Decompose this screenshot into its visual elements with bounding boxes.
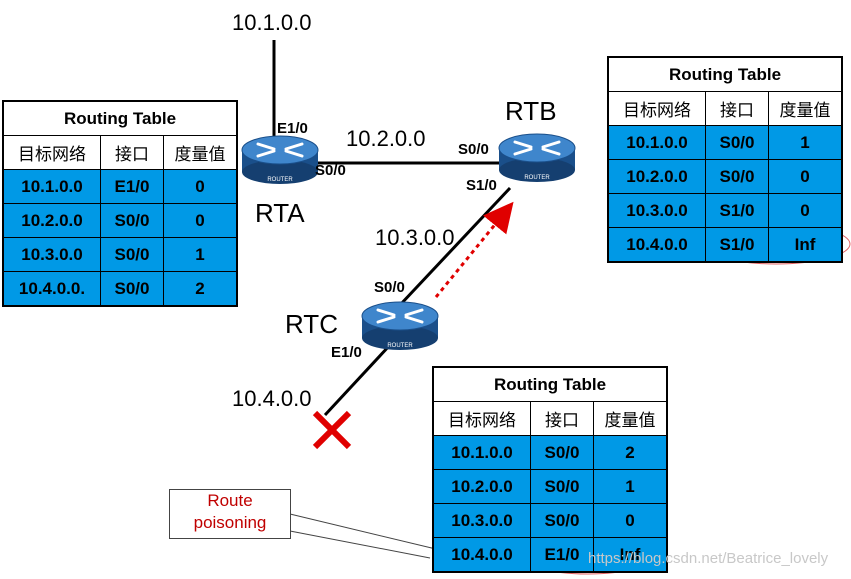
table-title: Routing Table: [432, 366, 668, 402]
cell-destination: 10.1.0.0: [607, 125, 706, 160]
network-label-10-1: 10.1.0.0: [232, 10, 312, 35]
table-row: 10.4.0.0. S0/0 2: [2, 271, 238, 307]
cell-destination: 10.4.0.0: [607, 227, 706, 263]
cell-interface: S0/0: [100, 237, 164, 272]
cell-interface: S0/0: [705, 125, 769, 160]
column-header-destination: 目标网络: [2, 135, 101, 170]
interface-label-rtb-s1: S1/0: [466, 177, 497, 194]
cell-interface: S0/0: [530, 469, 594, 504]
cell-destination: 10.4.0.0.: [2, 271, 101, 307]
svg-text:ROUTER: ROUTER: [387, 343, 413, 349]
network-label-10-4: 10.4.0.0: [232, 386, 312, 411]
cell-destination: 10.2.0.0: [432, 469, 531, 504]
interface-label-rtc-s0: S0/0: [374, 279, 405, 296]
cell-metric: Inf: [593, 537, 668, 573]
svg-text:ROUTER: ROUTER: [267, 177, 293, 183]
cell-interface: S0/0: [530, 435, 594, 470]
table-row: 10.3.0.0 S1/0 0: [607, 193, 843, 228]
router-name-rtc: RTC: [285, 309, 338, 339]
cell-metric: 1: [768, 125, 843, 160]
cell-metric: 2: [163, 271, 238, 307]
column-header-metric: 度量值: [593, 401, 668, 436]
column-header-destination: 目标网络: [607, 91, 706, 126]
cell-metric: 0: [163, 203, 238, 238]
interface-label-rta-e1: E1/0: [277, 120, 308, 137]
routing-table-rtb: Routing Table 目标网络 接口 度量值 10.1.0.0 S0/0 …: [607, 56, 843, 263]
callout-pointer-top: [289, 513, 441, 551]
svg-text:ROUTER: ROUTER: [524, 175, 550, 181]
dashed-arrow-icon: [434, 201, 514, 298]
cell-destination: 10.3.0.0: [432, 503, 531, 538]
column-header-interface: 接口: [705, 91, 769, 126]
cell-interface: S0/0: [100, 271, 164, 307]
callout-line-2: poisoning: [193, 513, 267, 532]
router-name-rtb: RTB: [505, 96, 557, 126]
table-row: 10.4.0.0 S1/0 Inf: [607, 227, 843, 263]
column-header-interface: 接口: [100, 135, 164, 170]
routing-table-rtc: Routing Table 目标网络 接口 度量值 10.1.0.0 S0/0 …: [432, 366, 668, 573]
cell-destination: 10.4.0.0: [432, 537, 531, 573]
table-row: 10.2.0.0 S0/0 0: [607, 159, 843, 194]
cell-metric: 1: [593, 469, 668, 504]
cell-interface: S1/0: [705, 193, 769, 228]
link-rtc-10-4: [323, 343, 392, 417]
x-mark-icon: [312, 410, 352, 450]
cell-metric: 2: [593, 435, 668, 470]
interface-label-rta-s0: S0/0: [315, 162, 346, 179]
watermark-url: https://blog.csdn.net/Beatrice_lovely: [588, 550, 829, 567]
table-title: Routing Table: [607, 56, 843, 92]
interface-label-rtb-s0: S0/0: [458, 141, 489, 158]
network-label-10-2: 10.2.0.0: [346, 126, 426, 151]
table-row: 10.1.0.0 E1/0 0: [2, 169, 238, 204]
cell-interface: S0/0: [705, 159, 769, 194]
cell-destination: 10.2.0.0: [607, 159, 706, 194]
table-row: 10.4.0.0 E1/0 Inf: [432, 537, 668, 573]
cell-destination: 10.1.0.0: [432, 435, 531, 470]
cell-destination: 10.2.0.0: [2, 203, 101, 238]
table-title: Routing Table: [2, 100, 238, 136]
table-row: 10.2.0.0 S0/0 0: [2, 203, 238, 238]
router-icon: ROUTER: [498, 133, 576, 182]
table-row: 10.3.0.0 S0/0 0: [432, 503, 668, 538]
cell-metric: 0: [768, 193, 843, 228]
cell-destination: 10.1.0.0: [2, 169, 101, 204]
table-row: 10.3.0.0 S0/0 1: [2, 237, 238, 272]
callout-pointer-bottom: [289, 530, 431, 559]
cell-metric: Inf: [768, 227, 843, 263]
network-label-10-3: 10.3.0.0: [375, 225, 455, 250]
column-header-metric: 度量值: [768, 91, 843, 126]
table-row: 10.1.0.0 S0/0 2: [432, 435, 668, 470]
route-poisoning-callout: Route poisoning: [169, 489, 291, 539]
cell-destination: 10.3.0.0: [607, 193, 706, 228]
cell-metric: 0: [593, 503, 668, 538]
interface-label-rtc-e1: E1/0: [331, 344, 362, 361]
column-header-interface: 接口: [530, 401, 594, 436]
cell-interface: S1/0: [705, 227, 769, 263]
cell-interface: S0/0: [100, 203, 164, 238]
cell-metric: 0: [768, 159, 843, 194]
routing-table-rta: Routing Table 目标网络 接口 度量值 10.1.0.0 E1/0 …: [2, 100, 238, 307]
callout-line-1: Route: [207, 491, 253, 510]
cell-interface: E1/0: [530, 537, 594, 573]
cell-metric: 1: [163, 237, 238, 272]
router-icon: ROUTER: [361, 301, 439, 350]
table-row: 10.2.0.0 S0/0 1: [432, 469, 668, 504]
cell-interface: E1/0: [100, 169, 164, 204]
router-icon: ROUTER: [241, 135, 319, 184]
cell-interface: S0/0: [530, 503, 594, 538]
table-row: 10.1.0.0 S0/0 1: [607, 125, 843, 160]
router-name-rta: RTA: [255, 198, 305, 228]
cell-metric: 0: [163, 169, 238, 204]
column-header-destination: 目标网络: [432, 401, 531, 436]
cell-destination: 10.3.0.0: [2, 237, 101, 272]
column-header-metric: 度量值: [163, 135, 238, 170]
